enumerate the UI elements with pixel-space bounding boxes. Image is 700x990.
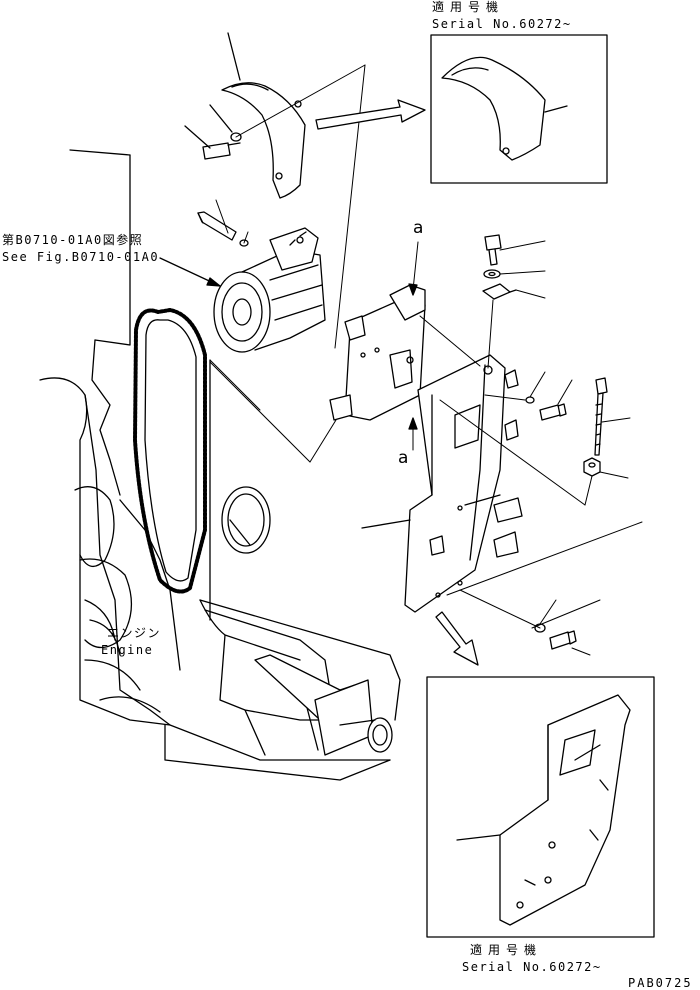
washer-cover <box>209 104 242 142</box>
washer-right <box>525 371 546 404</box>
bolt-upper-right <box>484 234 546 266</box>
inset-frame-top <box>430 34 608 184</box>
arrow-to-inset-top <box>315 99 426 130</box>
main-bracket <box>361 354 523 613</box>
arrow-to-inset-bottom <box>435 611 479 666</box>
bolt-compressor <box>197 211 237 241</box>
clip-upper-right <box>482 283 546 300</box>
long-bolt <box>594 377 631 456</box>
pulley-ring <box>221 486 271 554</box>
nut-right <box>583 457 629 479</box>
drawing-code: PAB0725 <box>628 976 693 990</box>
washer-compressor <box>239 239 249 247</box>
engine <box>39 149 401 781</box>
engine-label-jp: エンジン <box>107 626 162 640</box>
inset-top-applicable-jp: 適用号機 <box>432 0 505 14</box>
inset-top-serial: Serial No.60272~ <box>432 17 572 31</box>
engine-label-en: Engine <box>101 643 154 657</box>
marker-a-lower: a <box>398 448 409 468</box>
bolt-bottom-right <box>549 630 591 656</box>
belt-cover <box>221 32 306 199</box>
reference-en: See Fig.B0710-01A0 <box>2 250 160 264</box>
inset-bracket <box>456 694 631 926</box>
inset-bottom-applicable-jp: 適用号機 <box>470 943 543 957</box>
inset-bottom-serial: Serial No.60272~ <box>462 960 602 974</box>
washer-upper-right <box>483 269 546 279</box>
marker-a-upper: a <box>413 218 424 238</box>
compressor <box>213 227 326 353</box>
bolt-right <box>539 379 573 421</box>
inset-frame-bottom <box>426 676 655 938</box>
inset-belt-cover <box>441 56 568 161</box>
belt <box>133 308 207 594</box>
exhaust-pipe <box>254 654 393 756</box>
bolt-cover <box>184 125 241 160</box>
mid-bracket <box>329 284 426 421</box>
washer-bottom-right <box>534 599 557 633</box>
reference-jp: 第B0710-01A0図参照 <box>2 233 144 247</box>
